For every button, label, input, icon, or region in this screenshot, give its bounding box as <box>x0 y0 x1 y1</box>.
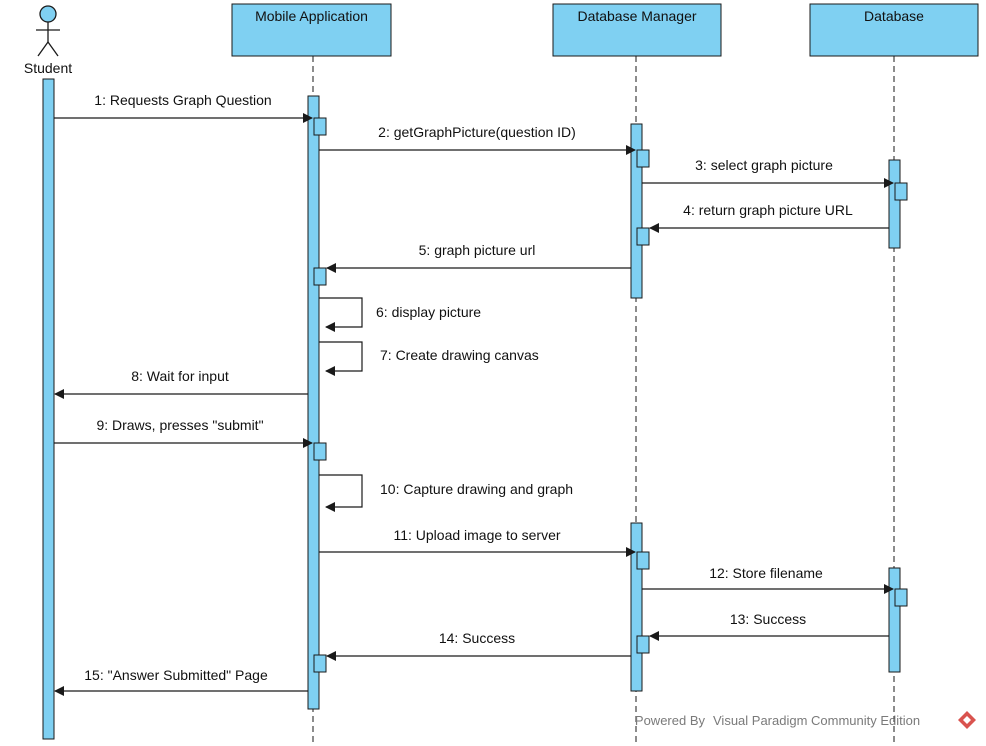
message-label: 1: Requests Graph Question <box>94 92 271 108</box>
message-15: 15: "Answer Submitted" Page <box>54 667 308 696</box>
participant-name: Database Manager <box>577 8 696 24</box>
participant-database: Database <box>809 3 979 57</box>
message-8: 8: Wait for input <box>54 368 308 399</box>
execution-marker <box>313 267 327 286</box>
message-2: 2: getGraphPicture(question ID) <box>319 124 636 155</box>
activation-bar-database <box>888 567 901 673</box>
message-label: 15: "Answer Submitted" Page <box>84 667 268 683</box>
execution-marker <box>636 149 650 168</box>
message-1: 1: Requests Graph Question <box>54 92 313 123</box>
execution-marker <box>636 227 650 246</box>
message-label: 12: Store filename <box>709 565 823 581</box>
message-label: 10: Capture drawing and graph <box>380 481 573 497</box>
message-14: 14: Success <box>326 630 631 661</box>
message-13: 13: Success <box>649 611 889 641</box>
participant-box <box>552 3 722 57</box>
participant-name: Mobile Application <box>255 8 368 24</box>
message-6-self: 6: display picture <box>319 297 481 332</box>
activation-bar-mobile-application <box>307 95 320 710</box>
message-label: 14: Success <box>439 630 515 646</box>
participant-box <box>231 3 392 57</box>
message-4: 4: return graph picture URL <box>649 202 889 233</box>
message-label: 6: display picture <box>376 304 481 320</box>
message-12: 12: Store filename <box>642 565 894 594</box>
visual-paradigm-logo-icon <box>958 711 976 729</box>
participant-database-manager: Database Manager <box>552 3 722 57</box>
participant-name: Database <box>864 8 924 24</box>
execution-marker <box>636 635 650 654</box>
activation-bar-database-manager <box>630 123 643 299</box>
message-label: 3: select graph picture <box>695 157 833 173</box>
actor-right-leg <box>47 41 59 57</box>
message-11: 11: Upload image to server <box>319 527 636 557</box>
execution-marker <box>313 654 327 673</box>
execution-marker <box>313 442 327 461</box>
activation-bar-database-manager <box>630 522 643 692</box>
actor-student: Student <box>24 5 72 76</box>
activation-bar-student <box>42 78 55 740</box>
message-label: 8: Wait for input <box>131 368 229 384</box>
execution-marker <box>636 551 650 570</box>
participant-box <box>809 3 979 57</box>
message-label: 9: Draws, presses "submit" <box>96 417 263 433</box>
execution-marker <box>894 182 908 201</box>
execution-marker <box>313 117 327 136</box>
message-label: 7: Create drawing canvas <box>380 347 539 363</box>
watermark-product: Visual Paradigm Community Edition <box>713 713 920 728</box>
message-label: 4: return graph picture URL <box>683 202 853 218</box>
message-9: 9: Draws, presses "submit" <box>54 417 313 448</box>
message-label: 11: Upload image to server <box>393 527 560 543</box>
activation-bar-database <box>888 159 901 249</box>
message-5: 5: graph picture url <box>326 242 631 273</box>
execution-marker <box>894 588 908 607</box>
actor-left-leg <box>37 41 49 57</box>
participant-mobile-application: Mobile Application <box>231 3 392 57</box>
message-10-self: 10: Capture drawing and graph <box>319 474 573 512</box>
message-7-self: 7: Create drawing canvas <box>319 341 539 376</box>
actor-name: Student <box>24 60 72 76</box>
watermark-prefix: Powered By <box>635 713 706 728</box>
actor-head-icon <box>39 5 57 23</box>
message-label: 13: Success <box>730 611 806 627</box>
message-3: 3: select graph picture <box>642 157 894 188</box>
watermark: Powered By Visual Paradigm Community Edi… <box>635 711 976 729</box>
message-label: 5: graph picture url <box>419 242 536 258</box>
message-label: 2: getGraphPicture(question ID) <box>378 124 576 140</box>
